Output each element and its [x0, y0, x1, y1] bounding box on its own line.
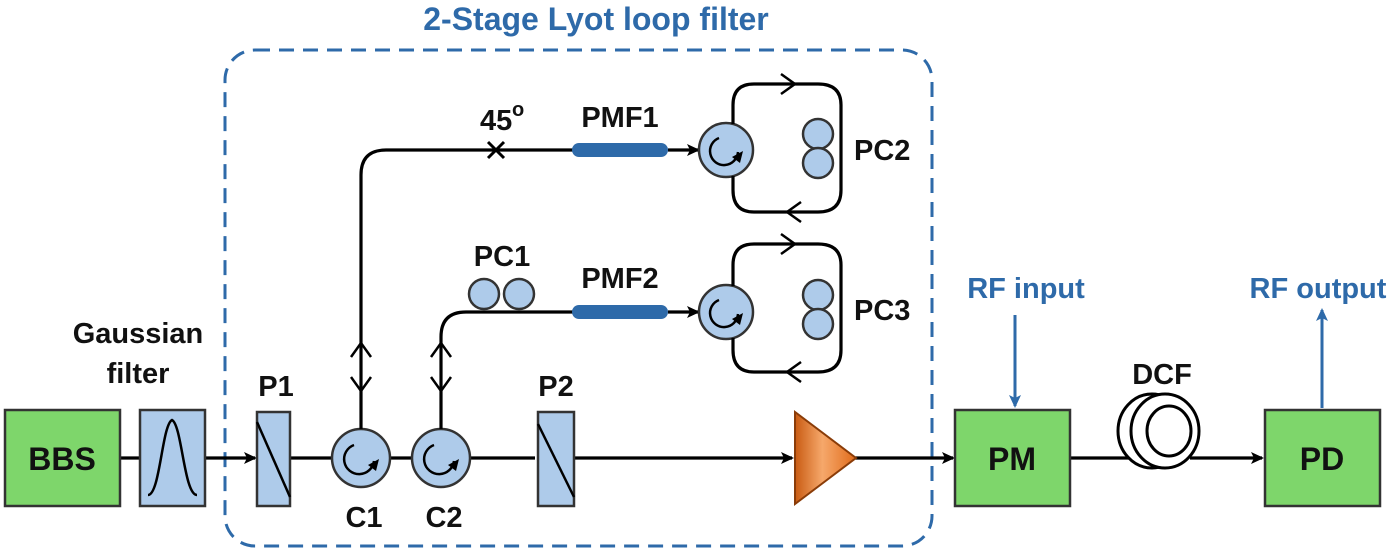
loop1-circulator: [697, 121, 755, 179]
pm-block: PM: [953, 408, 1072, 508]
pd-label: PD: [1300, 441, 1344, 477]
gaussian-filter-label-line1: Gaussian: [73, 318, 204, 350]
pmf1-label: PMF1: [581, 102, 658, 134]
circulator-arrow-icon: [422, 443, 456, 476]
c1-label: C1: [345, 502, 382, 534]
bbs-label: BBS: [28, 441, 96, 477]
circulator-c2: [410, 427, 472, 489]
rf-input-label: RF input: [967, 273, 1085, 305]
pc3-label: PC3: [854, 295, 910, 327]
gaussian-filter-label-line2: filter: [107, 358, 170, 390]
circulator-c1: [330, 427, 392, 489]
pm-label: PM: [988, 441, 1036, 477]
amplifier-icon: [794, 409, 858, 507]
pmf1-fiber: [572, 143, 668, 157]
pc1-paddles: [467, 277, 536, 311]
gaussian-filter: [138, 408, 207, 508]
p1-label: P1: [258, 371, 293, 403]
pc3-paddles: [801, 278, 835, 341]
pd-block: PD: [1263, 408, 1382, 508]
loop2-circulator: [697, 283, 755, 341]
pc2-paddles: [801, 117, 835, 180]
bbs-block: BBS: [3, 408, 122, 508]
angle-label: 45: [480, 105, 512, 137]
pmf2-label: PMF2: [581, 263, 658, 295]
fiber-c2-branch: [439, 310, 578, 429]
p2-label: P2: [538, 371, 573, 403]
rf-output-label: RF output: [1250, 273, 1387, 305]
angle-degree: o: [512, 99, 524, 121]
direction-arrow-icon: [780, 232, 798, 256]
fiber-c1-branch: [359, 148, 578, 429]
loop2-path: [731, 242, 843, 374]
diagram-title: 2-Stage Lyot loop filter: [423, 1, 769, 37]
c2-label: C2: [425, 502, 462, 534]
gaussian-curve-icon: [147, 418, 198, 497]
pc2-label: PC2: [854, 135, 910, 167]
splice-45-icon: [486, 140, 506, 160]
lyot-filter-boundary: [223, 48, 934, 548]
bidirectional-arrow-icon: [429, 340, 453, 358]
pc1-label: PC1: [474, 241, 530, 273]
loop1-path: [731, 82, 843, 214]
pmf2-fiber: [572, 305, 668, 319]
dcf-coil-icon: [1116, 392, 1201, 470]
dcf-label: DCF: [1132, 359, 1192, 391]
bidirectional-arrow-icon: [349, 340, 373, 358]
direction-arrow-icon: [780, 72, 798, 96]
polarizer-p2: [536, 410, 576, 508]
polarizer-p1: [255, 410, 292, 508]
circulator-arrow-icon: [342, 443, 376, 476]
